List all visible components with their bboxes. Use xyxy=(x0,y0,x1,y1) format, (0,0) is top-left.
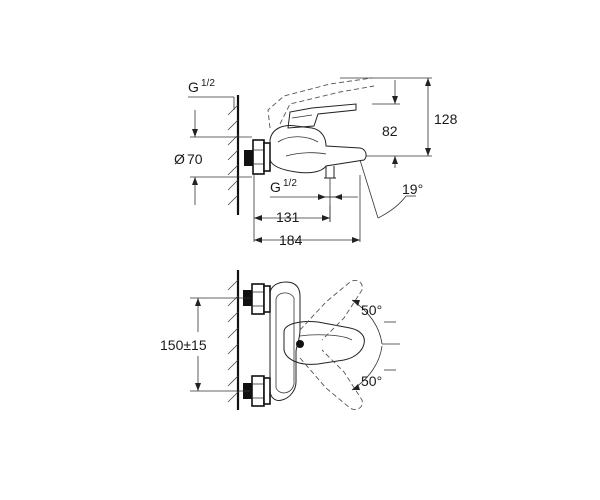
spout-angle-line xyxy=(359,159,379,219)
angle-up-label: 50° xyxy=(361,302,382,318)
dim-184: 184 xyxy=(279,232,303,248)
angle-down-label: 50° xyxy=(361,373,382,389)
thread-bottom-label: G 1/2 xyxy=(270,178,297,195)
lever-side xyxy=(287,103,357,129)
diameter-symbol: Ø xyxy=(174,151,185,167)
thread-top-label: G 1/2 xyxy=(188,78,215,95)
thread-top-letter: G xyxy=(188,79,199,95)
wall-side xyxy=(227,95,240,215)
dim-128: 128 xyxy=(434,111,458,127)
thread-bottom-fraction: 1/2 xyxy=(283,178,297,189)
mixer-body-side xyxy=(269,125,367,222)
connector-top-front xyxy=(243,283,271,315)
wall-front xyxy=(227,270,240,410)
dim-center-distance: 150±15 xyxy=(160,337,207,353)
lever-raised-side xyxy=(267,77,375,129)
diameter-value: 70 xyxy=(187,151,203,167)
thread-bottom-letter: G xyxy=(270,179,281,195)
wall-connector-side xyxy=(244,139,271,175)
front-view: 50° 50° 150±15 xyxy=(160,270,400,411)
dim-131: 131 xyxy=(276,209,300,225)
side-view: G 1/2 Ø 70 G 1/2 xyxy=(174,77,458,248)
mixer-body-front xyxy=(269,281,301,401)
dim-82: 82 xyxy=(382,123,398,139)
angle-spout-label: 19° xyxy=(402,181,423,197)
thread-top-fraction: 1/2 xyxy=(201,78,215,89)
lever-rotated-down xyxy=(299,349,363,411)
diameter-label: Ø 70 xyxy=(174,151,203,167)
lever-rotated-up xyxy=(299,279,363,341)
